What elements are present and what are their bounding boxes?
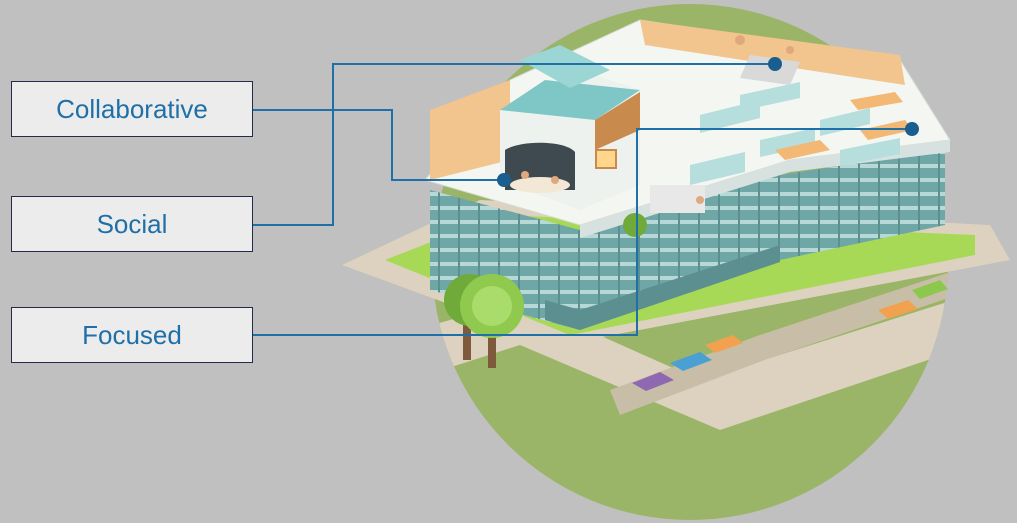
collaborative-label: Collaborative bbox=[56, 93, 208, 124]
plant-icon bbox=[623, 213, 647, 237]
focused-label: Focused bbox=[82, 319, 182, 350]
connectors bbox=[253, 63, 912, 336]
social-connector bbox=[253, 63, 775, 226]
focused-connector bbox=[253, 128, 912, 336]
facade-front bbox=[580, 175, 780, 330]
car-icon bbox=[632, 280, 948, 391]
connector-marker bbox=[905, 122, 919, 136]
collaborative-label-box: Collaborative bbox=[11, 81, 253, 137]
tree-icon bbox=[444, 274, 524, 368]
facade-right bbox=[780, 150, 945, 260]
connector-marker bbox=[768, 57, 782, 71]
social-label: Social bbox=[96, 208, 168, 239]
focused-label-box: Focused bbox=[11, 307, 253, 363]
collaborative-connector bbox=[253, 109, 504, 181]
connector-marker bbox=[497, 173, 511, 187]
social-label-box: Social bbox=[11, 196, 253, 252]
